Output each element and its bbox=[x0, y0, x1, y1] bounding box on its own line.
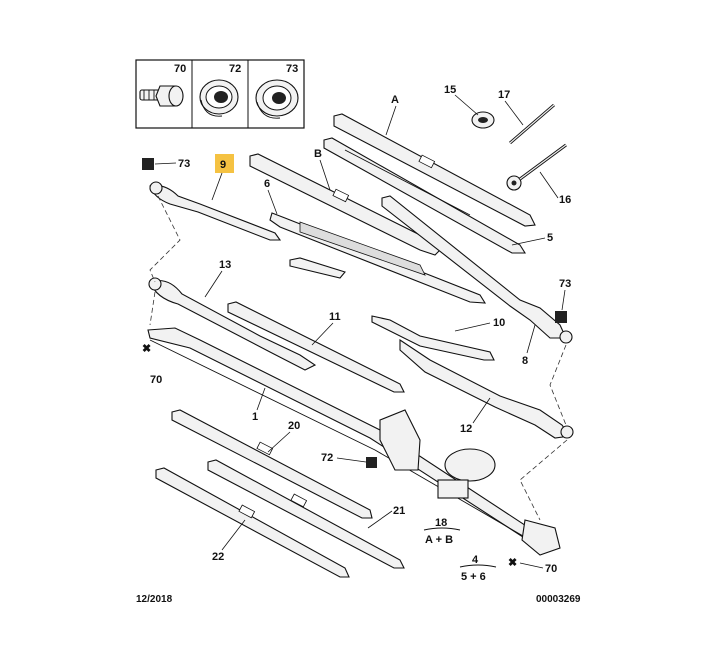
wiper-blade-A bbox=[333, 113, 536, 227]
rubber-strip-17 bbox=[509, 103, 555, 145]
fastener-mark-right: ✖ bbox=[508, 557, 517, 569]
wiper-arm-13 bbox=[148, 277, 317, 371]
kit-4[interactable]: 4 5 + 6 bbox=[459, 554, 497, 583]
callout-21[interactable]: 21 bbox=[393, 505, 405, 517]
guide-line-right-2 bbox=[519, 439, 568, 521]
highlight-box bbox=[215, 154, 234, 173]
grommet-marker-73 bbox=[142, 158, 154, 170]
wiper-arm-10 bbox=[289, 257, 495, 361]
wiper-arm-5 bbox=[381, 195, 573, 344]
kit-18[interactable]: 18 A + B bbox=[423, 517, 461, 546]
callout-9[interactable]: 9 bbox=[211, 154, 234, 201]
callout-1[interactable]: 1 bbox=[252, 411, 258, 423]
guide-line-right bbox=[549, 344, 567, 426]
wiper-arm-left-9 bbox=[142, 158, 282, 241]
inset-label-72: 72 bbox=[229, 63, 241, 75]
wiper-blade-long bbox=[323, 137, 526, 254]
hardware-inset: 70 72 73 bbox=[135, 59, 305, 129]
guide-line-left-2 bbox=[149, 291, 156, 326]
wiper-arm-12 bbox=[399, 338, 574, 439]
svg-text:5 + 6: 5 + 6 bbox=[461, 571, 486, 583]
wiper-motor bbox=[379, 409, 561, 556]
callout-A[interactable]: A bbox=[391, 94, 399, 106]
wiper-blade-B bbox=[249, 153, 441, 256]
callout-72[interactable]: 72 bbox=[321, 452, 333, 464]
svg-text:18: 18 bbox=[435, 517, 447, 529]
bolt-icon bbox=[139, 85, 184, 107]
callout-73-right[interactable]: 73 bbox=[559, 278, 571, 290]
callout-73-top[interactable]: 73 bbox=[178, 158, 190, 170]
grommet-icon bbox=[199, 79, 239, 117]
wiper-blade-22 bbox=[155, 467, 350, 578]
wiper-blade-6 bbox=[269, 212, 487, 304]
wiper-blade-11 bbox=[227, 301, 405, 393]
inset-label-73: 73 bbox=[286, 63, 298, 75]
svg-text:9: 9 bbox=[220, 159, 226, 171]
callout-70-left[interactable]: 70 bbox=[150, 374, 162, 386]
wiper-blade-21 bbox=[207, 459, 405, 569]
tie-16 bbox=[506, 143, 567, 191]
callout-17[interactable]: 17 bbox=[498, 89, 510, 101]
clip-15 bbox=[471, 111, 495, 129]
callout-16[interactable]: 16 bbox=[559, 194, 571, 206]
fastener-mark-left: ✖ bbox=[142, 343, 151, 355]
grommet-large-icon bbox=[255, 79, 299, 119]
callout-5[interactable]: 5 bbox=[547, 232, 553, 244]
callout-11[interactable]: 11 bbox=[329, 311, 341, 323]
svg-text:4: 4 bbox=[472, 554, 479, 566]
footer-code: 00003269 bbox=[536, 594, 581, 605]
callout-B[interactable]: B bbox=[314, 148, 322, 160]
callout-8[interactable]: 8 bbox=[522, 355, 528, 367]
callout-12[interactable]: 12 bbox=[460, 423, 472, 435]
callout-20[interactable]: 20 bbox=[288, 420, 300, 432]
callout-70-right[interactable]: 70 bbox=[545, 563, 557, 575]
callout-6[interactable]: 6 bbox=[264, 178, 270, 190]
grommet-marker-72 bbox=[366, 457, 377, 468]
callout-15[interactable]: 15 bbox=[444, 84, 456, 96]
grommet-marker-73-right bbox=[555, 311, 567, 323]
callout-10[interactable]: 10 bbox=[493, 317, 505, 329]
inset-label-70: 70 bbox=[174, 63, 186, 75]
svg-text:A + B: A + B bbox=[425, 534, 453, 546]
callout-22[interactable]: 22 bbox=[212, 551, 224, 563]
callout-13[interactable]: 13 bbox=[219, 259, 231, 271]
guide-line-left bbox=[149, 195, 181, 283]
footer-date: 12/2018 bbox=[136, 594, 173, 605]
